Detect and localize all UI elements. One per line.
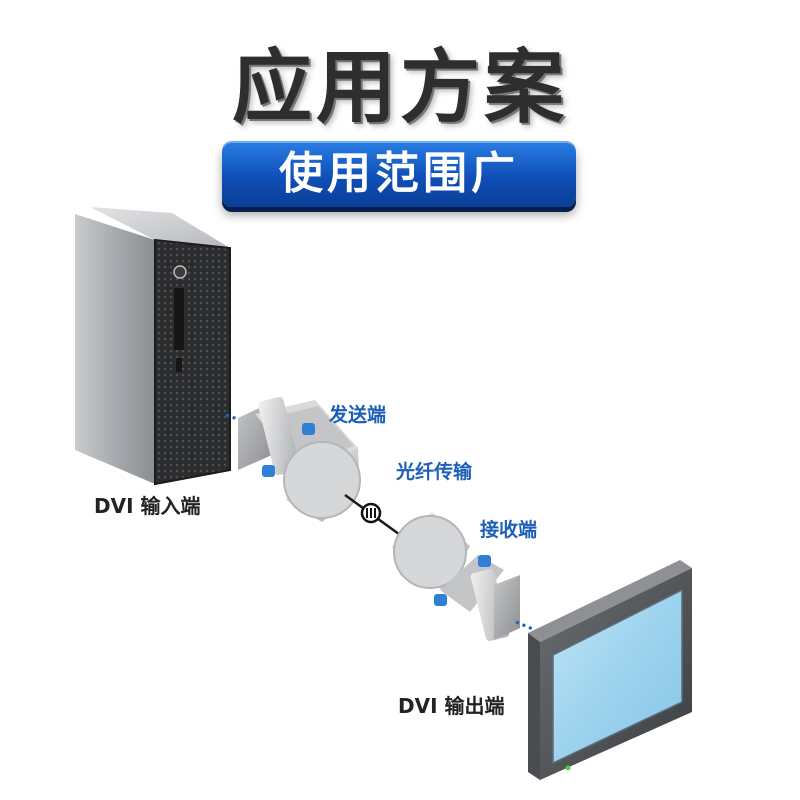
pc-tower-icon [75,207,231,486]
dvi-output-label: DVI 输出端 [398,694,505,718]
fiber-transmission-label: 光纤传输 [396,461,473,483]
receiver-label: 接收端 [480,519,538,541]
wide-range-banner: 使用范围广 [222,141,576,207]
sender-label: 发送端 [329,404,387,426]
transmitter-module-icon [238,396,361,522]
monitor-icon [528,560,692,780]
receiver-module-icon [392,512,520,642]
dvi-input-label: DVI 输入端 [94,494,201,518]
fiber-connector-icon [360,502,382,524]
headline-title: 应用方案 [232,41,568,134]
dvi-output-link [515,620,546,636]
